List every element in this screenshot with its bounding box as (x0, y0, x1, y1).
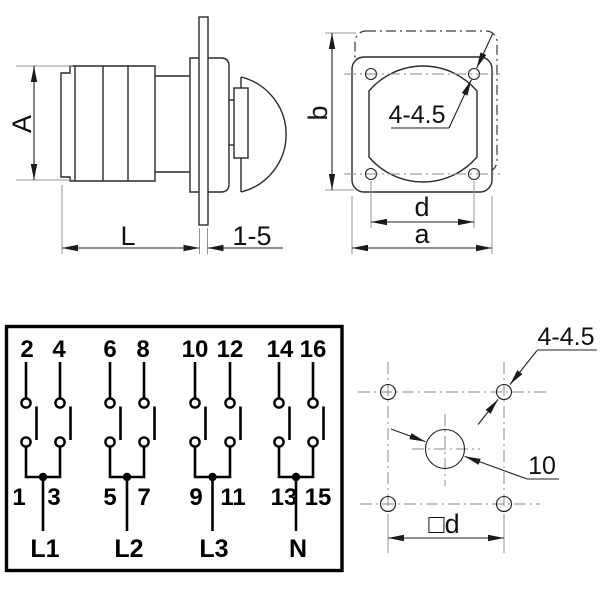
dimension-A: A (7, 65, 73, 181)
terminal-label: 15 (305, 484, 332, 511)
contact (189, 436, 201, 448)
knob-grip (233, 87, 249, 159)
phase-label: L1 (30, 535, 59, 563)
dimension-shaft: 1-5 (207, 221, 283, 252)
contact (20, 397, 32, 409)
drill-pattern: 4-4.5 10 □d (358, 323, 597, 553)
dim-label-d: d (414, 192, 429, 222)
contact (20, 436, 32, 448)
faceplate (351, 56, 493, 193)
dimension-L: L (61, 185, 208, 254)
contact (54, 397, 66, 409)
circuit-diagram: 2 4 1 3 L1 6 8 (4, 324, 344, 573)
contact (307, 397, 319, 409)
callout-center-hole: 10 (390, 428, 559, 480)
drill-holes-label: 4-4.5 (538, 323, 595, 351)
contact (104, 397, 116, 409)
terminal-label: 5 (103, 484, 116, 511)
dim-label-1-5: 1-5 (232, 221, 271, 251)
terminal-label: 2 (20, 336, 33, 363)
square-d-label: □d (428, 509, 459, 539)
terminal-label: 6 (103, 336, 116, 363)
contact (307, 436, 319, 448)
terminal-label: 1 (12, 484, 25, 511)
phase-label: L2 (114, 535, 143, 563)
callout-drill-holes: 4-4.5 (477, 323, 597, 425)
dimension-square-d: □d (387, 509, 505, 553)
drill-hole (379, 495, 397, 513)
callout-front-holes: 4-4.5 (389, 32, 494, 129)
switch-group-L2: 6 8 5 7 L2 (103, 336, 156, 563)
dimension-d: d (370, 181, 475, 228)
mounting-panel (198, 16, 209, 226)
contact (104, 436, 116, 448)
front-holes-label: 4-4.5 (389, 101, 446, 129)
terminal-label: 13 (271, 484, 298, 511)
knob-arc (240, 76, 287, 193)
contact (273, 397, 285, 409)
terminal-label: 11 (220, 484, 245, 511)
terminal-label: 7 (137, 484, 150, 511)
dimension-a: a (351, 196, 493, 254)
contact (54, 436, 66, 448)
front-block (189, 57, 230, 193)
drill-hole (495, 495, 513, 513)
terminal-label: 9 (189, 484, 202, 511)
dim-label-A: A (7, 115, 37, 133)
terminal-label: 10 (182, 336, 209, 363)
dim-label-b: b (303, 105, 333, 120)
terminal-label: 14 (267, 336, 294, 363)
housing-outline-dashed (354, 30, 498, 173)
contact (224, 397, 236, 409)
dimension-b: b (303, 32, 356, 191)
switch-group-L1: 2 4 1 3 L1 (12, 336, 72, 563)
contact (138, 397, 150, 409)
terminal-label: 8 (136, 336, 149, 363)
switch-body (60, 65, 156, 182)
front-view: 4-4.5 b d a (303, 30, 500, 254)
contact (189, 397, 201, 409)
center-hole-label: 10 (528, 452, 556, 480)
drill-hole (379, 383, 397, 401)
terminal-label: 12 (217, 336, 244, 363)
contact (224, 436, 236, 448)
center-hole (424, 428, 466, 470)
phase-label: N (289, 535, 307, 563)
side-view: A L 1-5 (7, 16, 287, 254)
circuit-border (4, 324, 344, 573)
phase-label: L3 (199, 535, 228, 563)
terminal-label: 16 (300, 336, 327, 363)
contact (138, 436, 150, 448)
switch-group-N: 14 16 13 15 N (267, 336, 332, 563)
drill-hole (495, 383, 513, 401)
terminal-label: 3 (47, 484, 60, 511)
dim-label-a: a (414, 219, 430, 249)
terminal-label: 4 (52, 336, 66, 363)
switch-group-L3: 10 12 9 11 L3 (182, 336, 246, 563)
dim-label-L: L (120, 221, 135, 251)
body-circle (368, 65, 478, 183)
contact (273, 436, 285, 448)
